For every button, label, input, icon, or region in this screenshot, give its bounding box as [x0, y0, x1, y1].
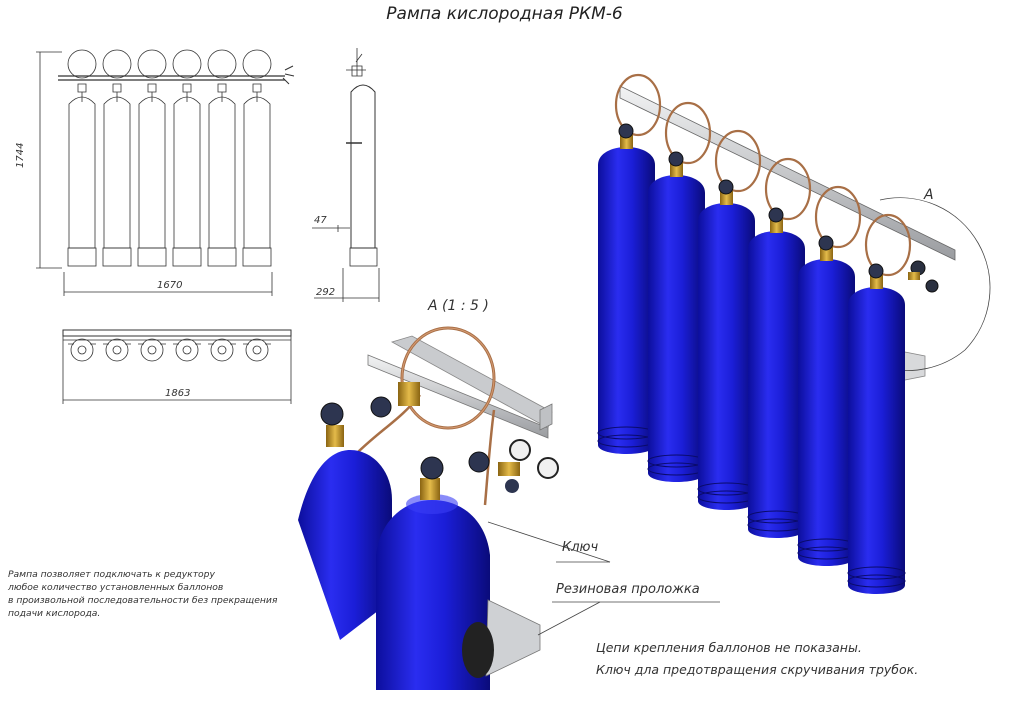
dimension-offset: 47: [314, 215, 327, 226]
iso-cylinder: [847, 213, 912, 594]
valve-icon: [320, 382, 490, 500]
dimension-depth: 292: [316, 287, 336, 298]
isometric-assembly: [597, 73, 991, 594]
gauge-icon: [498, 439, 559, 493]
front-cylinder: [172, 49, 202, 267]
dimension-height: 1744: [15, 142, 26, 168]
top-cylinder: [208, 338, 236, 362]
note-line: Ключ дла предотвращения скручивания труб…: [596, 662, 919, 677]
iso-cylinder: [647, 101, 712, 482]
top-cylinder: [103, 338, 131, 362]
iso-cylinder: [697, 129, 762, 510]
description-line: подачи кислорода.: [8, 608, 101, 619]
detail-view: [298, 326, 720, 690]
front-cylinder: [137, 49, 167, 267]
front-view: [36, 49, 295, 296]
iso-cylinder: [797, 185, 862, 566]
detail-marker: A: [924, 187, 934, 203]
front-cylinder: [102, 49, 132, 267]
top-cylinder: [68, 338, 96, 362]
diagram-title: Рампа кислородная РКМ-6: [386, 4, 623, 24]
dimension-width-top: 1863: [165, 388, 191, 399]
front-cylinder: [242, 49, 272, 267]
key-label: Ключ: [562, 540, 599, 555]
note-line: Цепи крепления баллонов не показаны.: [596, 640, 862, 655]
top-view: [62, 329, 292, 404]
rubber-pad-label: Резиновая проложка: [556, 582, 700, 597]
detail-scale-label: А (1 : 5 ): [428, 298, 489, 314]
description: Рампа позволяет подключать к редуктору л…: [8, 568, 328, 620]
description-line: любое количество установленных баллонов: [8, 582, 224, 593]
notes: Цепи крепления баллонов не показаны. Клю…: [596, 637, 918, 681]
regulator-icon: [908, 260, 939, 293]
iso-cylinder: [747, 157, 812, 538]
top-cylinder: [173, 338, 201, 362]
description-line: в произвольной последовательности без пр…: [8, 595, 278, 606]
side-view: [312, 48, 380, 302]
dimension-width-front: 1670: [157, 280, 183, 291]
front-cylinder: [67, 49, 97, 267]
top-cylinder: [243, 338, 271, 362]
top-cylinder: [138, 338, 166, 362]
front-cylinder: [207, 49, 237, 267]
description-line: Рампа позволяет подключать к редуктору: [8, 569, 215, 580]
